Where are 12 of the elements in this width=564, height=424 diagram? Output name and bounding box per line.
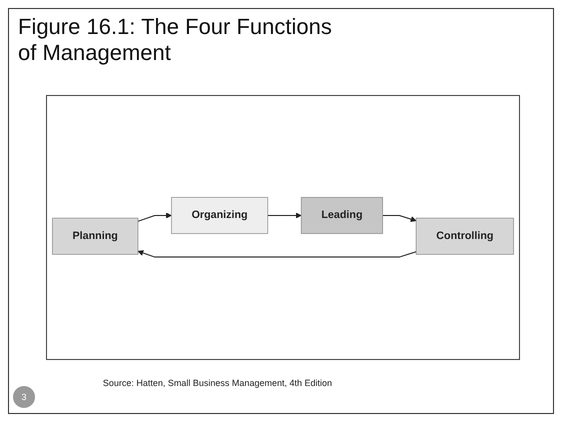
arrow — [268, 212, 302, 219]
node-box — [416, 218, 514, 255]
arrow — [138, 250, 416, 258]
node-box — [52, 218, 138, 255]
slide-number: 3 — [13, 386, 35, 408]
slide-title: Figure 16.1: The Four Functions of Management — [18, 14, 333, 66]
arrow — [382, 215, 416, 222]
source-note: Source: Hatten, Small Business Management, 4th Edition — [102, 377, 332, 389]
node-box — [300, 197, 383, 234]
node-box — [171, 197, 268, 234]
arrow — [138, 212, 172, 222]
diagram-frame: Planning Controlling Organizing Leading — [46, 95, 520, 360]
